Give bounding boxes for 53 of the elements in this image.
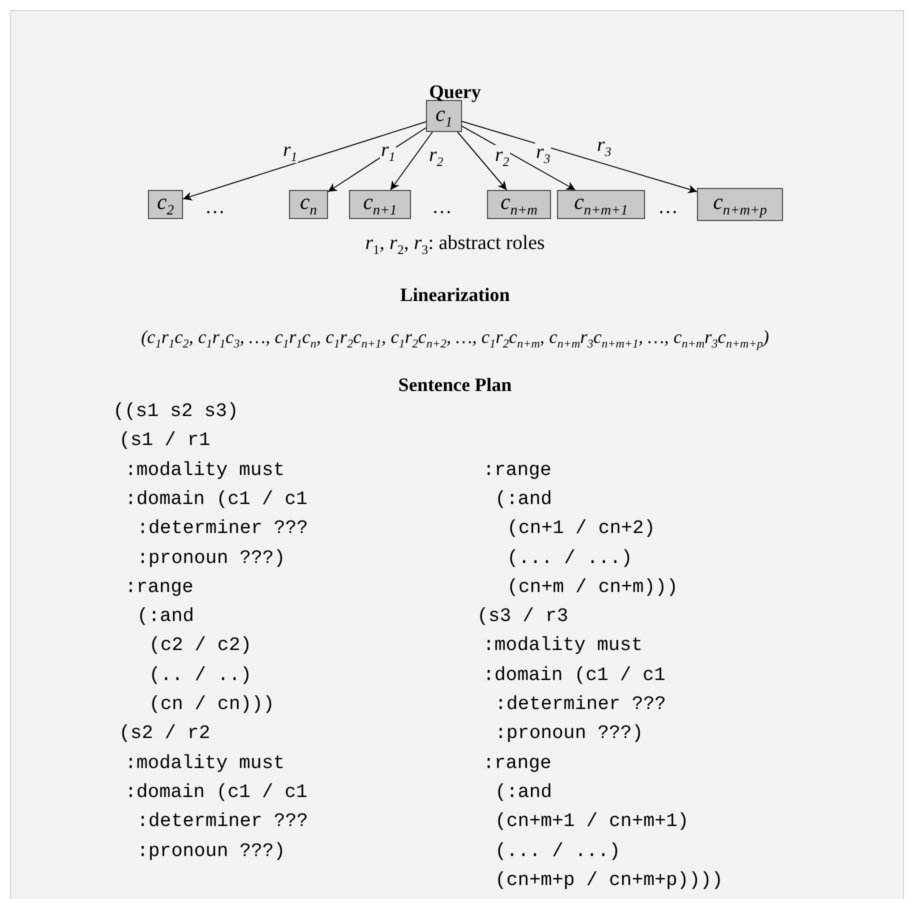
code-line: :modality must — [125, 752, 285, 774]
ellipsis: … — [205, 196, 225, 219]
code-line: (c2 / c2) — [149, 634, 252, 656]
concept-box: c$_{n+1}$ — [349, 190, 411, 219]
code-line: (cn+1 / cn+2) — [507, 517, 656, 540]
code-line: :determiner ??? — [137, 810, 308, 832]
code-line: (s3 / r3 — [477, 605, 568, 628]
code-line: :pronoun ???) — [137, 546, 286, 568]
concept-box: c$_{n+m+1}$ — [557, 190, 645, 219]
code-line: :pronoun ???) — [137, 840, 286, 862]
code-line: :determiner ??? — [137, 517, 308, 540]
code-line: :pronoun ???) — [495, 722, 644, 744]
arrow — [462, 120, 698, 194]
code-line: (cn / cn))) — [149, 693, 274, 715]
arrow — [182, 121, 426, 200]
concept-box: c$_{n}$ — [289, 190, 328, 219]
code-line: (cn+m+p / cn+m+p)))) — [495, 868, 724, 891]
arrow — [457, 132, 508, 190]
arrow — [462, 126, 576, 190]
arrow — [328, 127, 426, 192]
code-line: :domain (c1 / c1 — [125, 488, 308, 510]
arrow — [390, 132, 433, 190]
code-line: (cn+m+1 / cn+m+1) — [495, 810, 689, 832]
note-text: r$_{1}$, r$_{2}$, r$_{3}$: abstract roles — [365, 232, 545, 258]
code-line: (... / ...) — [495, 840, 620, 862]
code-line: (:and — [495, 780, 552, 803]
ellipsis: … — [432, 196, 452, 219]
code-line: :modality must — [125, 458, 285, 481]
code-line: (... / ...) — [507, 546, 632, 568]
code-line: (.. / ..) — [149, 664, 252, 686]
formula-text: (c$_{1}$r$_{1}$c$_{2}$, c$_{1}$r$_{1}$c$_{3}$, …, c$_{1}$r$_{1}$c$_{n}$, c$_{1}$r$_{2}$c$_{n+1}$, c$_{1}$r$_{2}$c$_{n+2}$, …, c$_{1}$r$_{2}$c$_{n+m}$, c$_{n+m}$r$_{3}$c$_{n+m+1}$, …, c$_{n+m}$r$_{3}$c$_{n+m+p}$) — [140, 328, 770, 352]
code-line: ((s1 s2 s3) — [113, 400, 238, 422]
section-heading: Sentence Plan — [398, 375, 512, 397]
code-line: (:and — [495, 488, 552, 510]
code-line: :range — [483, 752, 552, 774]
code-line: :modality must — [483, 634, 643, 656]
concept-box: c$_{n+m}$ — [487, 190, 551, 219]
code-line: (s1 / r1 — [119, 429, 210, 452]
code-line: (:and — [137, 605, 194, 628]
concept-box: c$_{n+m+p}$ — [697, 188, 783, 221]
concept-box: c$_{2}$ — [148, 190, 183, 219]
code-line: :range — [125, 576, 194, 598]
section-heading: Linearization — [400, 285, 510, 307]
concept-box: c$_{1}$ — [426, 100, 462, 132]
code-line: :range — [483, 458, 552, 481]
code-line: :domain (c1 / c1 — [125, 780, 308, 803]
code-line: (s2 / r2 — [119, 722, 210, 744]
edge-label: r$_{3}$ — [535, 142, 552, 165]
ellipsis: … — [658, 196, 678, 219]
code-line: :determiner ??? — [495, 693, 666, 715]
edge-label: r$_{2}$ — [494, 145, 510, 168]
code-line: (cn+m / cn+m))) — [507, 576, 678, 598]
code-line: :domain (c1 / c1 — [483, 664, 666, 686]
